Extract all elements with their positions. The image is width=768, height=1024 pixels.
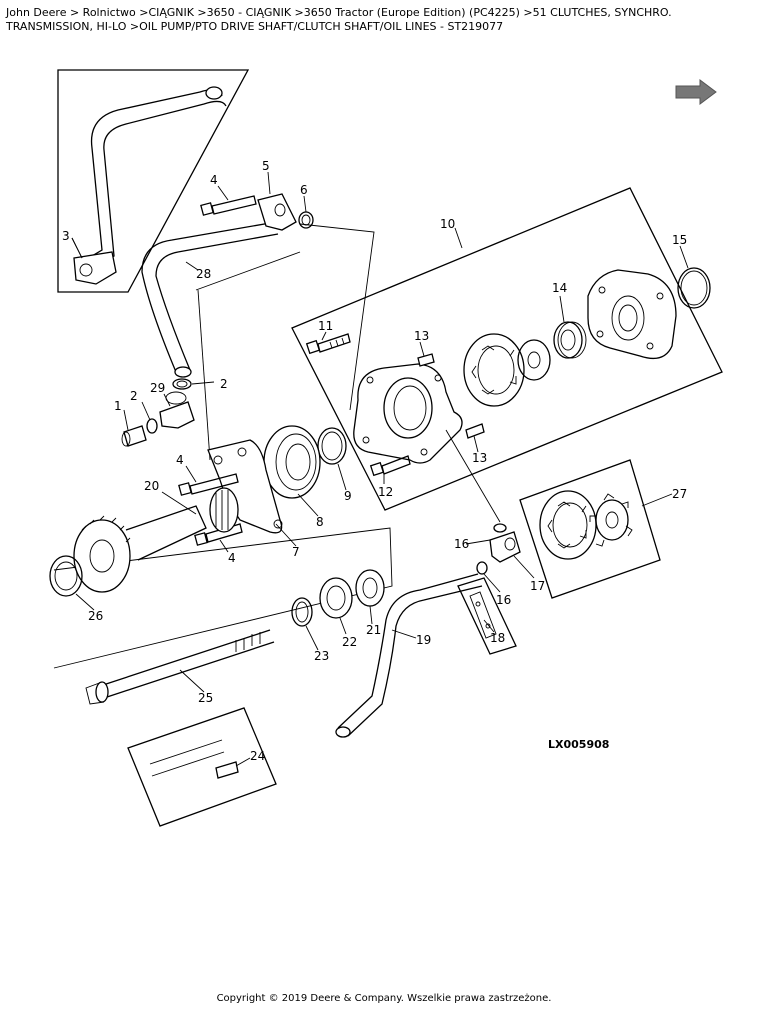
fitting-29	[159, 391, 195, 429]
callout-18: 18	[490, 631, 505, 645]
seal-16a	[493, 523, 507, 533]
bolt-12	[369, 455, 411, 477]
oil-pipe-28	[141, 221, 279, 378]
callout-7: 7	[292, 545, 300, 559]
callout-9: 9	[344, 489, 352, 503]
callout-labels: 1 2 2 3 4 4 4 5 6 7 8 9 10 11 12 13 13 1…	[62, 159, 687, 763]
dowel-13b	[465, 423, 485, 439]
callout-11: 11	[318, 319, 333, 333]
seal-2-top	[172, 378, 192, 390]
callout-24: 24	[250, 749, 265, 763]
inset-oil-pipe	[57, 69, 250, 293]
callout-29: 29	[150, 381, 165, 395]
callout-4: 4	[176, 453, 184, 467]
callout-4: 4	[210, 173, 218, 187]
plug-1	[121, 425, 147, 447]
callout-10: 10	[440, 217, 455, 231]
shaft-detail-box	[127, 707, 277, 827]
pump-assembly-box	[291, 187, 723, 511]
callout-1: 1	[114, 399, 122, 413]
fitting-5	[257, 193, 297, 231]
callout-8: 8	[316, 515, 324, 529]
callout-16: 16	[496, 593, 511, 607]
bearing-8	[263, 425, 321, 499]
outer-gear-icon	[539, 490, 597, 560]
callout-13: 13	[472, 451, 487, 465]
callout-14: 14	[552, 281, 567, 295]
drive-gear-20	[73, 487, 239, 593]
seal-26	[49, 555, 83, 597]
callout-17: 17	[530, 579, 545, 593]
bolt-4-top	[200, 195, 257, 216]
bolt-11	[305, 333, 351, 355]
callout-26: 26	[88, 609, 103, 623]
pump-cover	[587, 269, 677, 360]
seal-21	[355, 569, 385, 607]
oring-15	[677, 267, 711, 309]
callout-5: 5	[262, 159, 270, 173]
drawing-code: LX005908	[548, 738, 609, 751]
pump-housing	[353, 363, 463, 464]
oil-line-19	[335, 573, 483, 738]
callout-25: 25	[198, 691, 213, 705]
callout-13: 13	[414, 329, 429, 343]
callout-22: 22	[342, 635, 357, 649]
direction-arrow-icon	[675, 79, 717, 105]
callout-19: 19	[416, 633, 431, 647]
callout-2: 2	[220, 377, 228, 391]
bolt-4-mid	[178, 473, 239, 496]
pto-shaft-25	[85, 629, 275, 705]
inner-gear-icon	[589, 493, 633, 547]
ring-23	[291, 597, 313, 627]
pump-gear-ring	[463, 333, 551, 407]
copyright-footer: Copyright © 2019 Deere & Company. Wszelk…	[216, 993, 552, 1004]
callout-28: 28	[196, 267, 211, 281]
page-breadcrumb: John Deere > Rolnictwo >CIĄGNIK >3650 - …	[6, 6, 672, 33]
callout-15: 15	[672, 233, 687, 247]
callout-21: 21	[366, 623, 381, 637]
dowel-13a	[417, 353, 435, 367]
bearing-22	[319, 577, 353, 619]
callout-2: 2	[130, 389, 138, 403]
pump-bearing	[553, 321, 587, 359]
fitting-17	[489, 531, 521, 563]
callout-leaders	[71, 171, 689, 767]
callout-16: 16	[454, 537, 469, 551]
callout-27: 27	[672, 487, 687, 501]
seal-9	[317, 427, 347, 465]
callout-20: 20	[144, 479, 159, 493]
callout-4: 4	[228, 551, 236, 565]
callout-3: 3	[62, 229, 70, 243]
callout-6: 6	[300, 183, 308, 197]
clamp-detail-box	[457, 577, 517, 655]
gear-inset-box	[519, 459, 661, 599]
seal-16b	[476, 561, 488, 575]
callout-23: 23	[314, 649, 329, 663]
callout-12: 12	[378, 485, 393, 499]
seal-2-side	[146, 418, 158, 434]
